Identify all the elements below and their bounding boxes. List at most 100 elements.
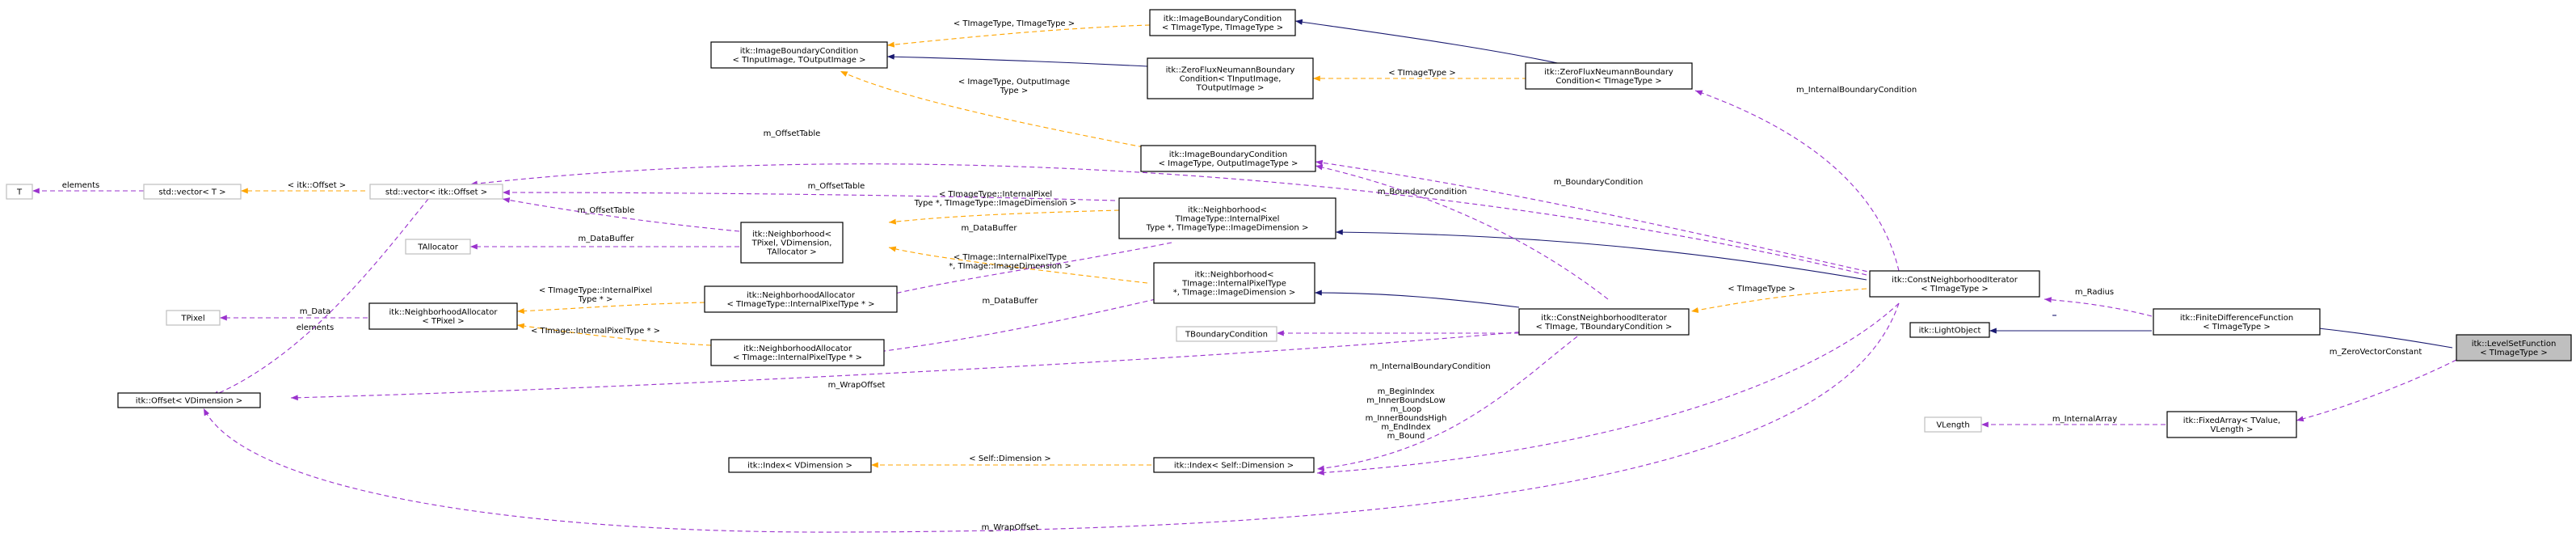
edge-cni-tt-to-stdvec-offset-top xyxy=(469,163,1867,276)
class-node-label: TAllocator > xyxy=(766,248,816,257)
class-node-label: TOutputImage > xyxy=(1196,84,1265,93)
class-node-lightobject[interactable]: itk::LightObject xyxy=(1909,322,1990,338)
class-node-label: itk::ConstNeighborhoodIterator xyxy=(1541,314,1668,323)
edge-label-index-list: m_EndIndex xyxy=(1381,423,1430,432)
class-node-ibc-io[interactable]: itk::ImageBoundaryCondition< ImageType, … xyxy=(1140,145,1316,172)
class-node-box xyxy=(1149,9,1296,36)
class-node-index-self[interactable]: itk::Index< Self::Dimension > xyxy=(1153,457,1315,473)
edge-label-m-zerovectorconstant: m_ZeroVectorConstant xyxy=(2330,348,2422,357)
class-node-label: itk::ConstNeighborhoodIterator xyxy=(1892,276,2018,285)
class-node-box xyxy=(704,285,898,313)
edge-label-tit-tit-ibc: < TImageType, TImageType > xyxy=(953,19,1075,28)
class-node-TPixel[interactable]: TPixel xyxy=(166,310,221,326)
edge-label-tit-zf: < TImageType > xyxy=(1388,69,1456,78)
edge-ibc-tt-to-ibc xyxy=(886,24,1151,48)
class-node-label: itk::ZeroFluxNeumannBoundary xyxy=(1544,68,1673,77)
class-node-offset-vdim[interactable]: itk::Offset< VDimension > xyxy=(117,392,261,408)
class-node-label: < TImage, TBoundaryCondition > xyxy=(1536,323,1673,332)
edge-neigh-itt-to-neigh-tpixel xyxy=(888,209,1120,225)
edge-lsf-to-fixedarray xyxy=(2296,359,2457,422)
class-node-label: itk::ZeroFluxNeumannBoundary xyxy=(1166,66,1295,75)
class-node-vlength[interactable]: VLength xyxy=(1924,416,1982,433)
class-node-box xyxy=(710,41,888,69)
class-node-neigh-itt[interactable]: itk::Neighborhood<TImageType::InternalPi… xyxy=(1118,197,1336,239)
class-node-fixedarray[interactable]: itk::FixedArray< TValue,VLength > xyxy=(2166,411,2297,438)
class-node-label: Condition< TImageType > xyxy=(1555,77,1661,86)
class-node-label: < TImageType, TImageType > xyxy=(1162,23,1283,32)
class-node-fdf[interactable]: itk::FiniteDifferenceFunction< TImageTyp… xyxy=(2153,308,2321,336)
class-node-box xyxy=(369,184,503,200)
edge-label-index-list: m_Loop xyxy=(1391,405,1422,414)
class-node-index-vdim[interactable]: itk::Index< VDimension > xyxy=(728,457,872,473)
edge-label-m-offsettable-top: m_OffsetTable xyxy=(764,129,821,138)
class-node-label: itk::ImageBoundaryCondition xyxy=(740,47,858,56)
edge-label-m-databuffer-ta: m_DataBuffer xyxy=(579,235,635,243)
class-node-box xyxy=(143,184,242,200)
edge-label-index-list: m_Bound xyxy=(1387,432,1425,441)
class-node-label: itk::ImageBoundaryCondition xyxy=(1164,15,1282,23)
class-node-ibc[interactable]: itk::ImageBoundaryCondition< TInputImage… xyxy=(710,41,888,69)
class-node-stdvec-T[interactable]: std::vector< T > xyxy=(143,184,242,200)
class-node-label: itk::FixedArray< TValue, xyxy=(2183,416,2280,425)
edge-label-index-list: m_InnerBoundsLow xyxy=(1366,396,1446,405)
class-node-cni-tbc[interactable]: itk::ConstNeighborhoodIterator< TImage, … xyxy=(1518,308,1690,336)
class-node-cni-tt[interactable]: itk::ConstNeighborhoodIterator< TImageTy… xyxy=(1869,270,2040,298)
class-node-label: TImageType::InternalPixel xyxy=(1175,215,1280,224)
edge-label-m-offsettable-mid: m_OffsetTable xyxy=(578,206,635,215)
edge-label-m-internalbc2: m_InternalBoundaryCondition xyxy=(1796,86,1917,95)
edge-label-ti-ipt: < TImage::InternalPixelType * > xyxy=(531,327,660,336)
edge-label-m-offsettable-low: m_OffsetTable xyxy=(808,182,865,191)
class-node-neigh-tpixel[interactable]: itk::Neighborhood<TPixel, VDimension,TAl… xyxy=(740,222,844,264)
edge-label-elements1: elements xyxy=(62,181,99,190)
edge-nalloc-ti-to-nalloc-tpixel xyxy=(516,323,712,346)
edge-cni-tt-to-neigh-itt xyxy=(1335,229,1867,281)
edge-cni-tbc-to-offset-vdim xyxy=(290,325,1585,401)
class-node-label: < TInputImage, TOutputImage > xyxy=(733,56,866,65)
edge-neigh-ti-to-neigh-tpixel xyxy=(888,246,1148,284)
edge-cni-tbc-to-index-self xyxy=(1316,331,1585,471)
class-node-neigh-ti[interactable]: itk::Neighborhood<TImage::InternalPixelT… xyxy=(1153,262,1315,304)
class-node-label: std::vector< T > xyxy=(158,188,225,197)
edge-label-m-databuffer-itt: m_DataBuffer xyxy=(962,224,1018,233)
edge-label-tit-ipt: Type * > xyxy=(578,295,613,304)
class-node-box xyxy=(2456,334,2572,361)
class-node-TAllocator[interactable]: TAllocator xyxy=(405,239,471,255)
class-node-label: std::vector< itk::Offset > xyxy=(385,188,487,197)
class-node-box xyxy=(1176,326,1277,342)
edge-ibc-io-to-ibc xyxy=(840,70,1144,148)
class-node-label: TBoundaryCondition xyxy=(1185,331,1268,340)
class-node-label: itk::FiniteDifferenceFunction xyxy=(2180,314,2293,323)
class-node-ibc-tt[interactable]: itk::ImageBoundaryCondition< TImageType,… xyxy=(1149,9,1296,36)
edge-zfnbc-tt-to-ibc-tt xyxy=(1294,19,1576,68)
edge-label-elements2: elements xyxy=(297,323,334,332)
class-node-box xyxy=(1118,197,1336,239)
class-node-box xyxy=(368,302,518,330)
edge-cni-tbc-to-neigh-ti xyxy=(1314,290,1520,308)
class-node-box xyxy=(1140,145,1316,172)
class-node-box xyxy=(740,222,844,264)
class-node-lsf[interactable]: itk::LevelSetFunction< TImageType > xyxy=(2456,334,2572,361)
edge-label-index-list: m_BeginIndex xyxy=(1378,387,1435,396)
edge-label-m-internalbc1: m_InternalBoundaryCondition xyxy=(1370,362,1490,371)
edge-zfnbc-tin-to-ibc xyxy=(886,53,1148,67)
class-node-nalloc-tpixel[interactable]: itk::NeighborhoodAllocator< TPixel > xyxy=(368,302,518,330)
class-node-label: Type *, TImageType::ImageDimension > xyxy=(1146,224,1309,233)
class-node-stdvec-offset[interactable]: std::vector< itk::Offset > xyxy=(369,184,503,200)
edge-label-m-databuffer-ti: m_DataBuffer xyxy=(983,297,1039,306)
class-node-nalloc-itt[interactable]: itk::NeighborhoodAllocator< TImageType::… xyxy=(704,285,898,313)
class-node-box xyxy=(166,310,221,326)
class-node-nalloc-ti[interactable]: itk::NeighborhoodAllocator< TImage::Inte… xyxy=(710,339,885,366)
class-node-T[interactable]: T xyxy=(6,184,33,200)
edge-cni-tt-to-index-self xyxy=(1316,302,1900,475)
class-node-tbc[interactable]: TBoundaryCondition xyxy=(1176,326,1277,342)
class-node-label: *, TImage::ImageDimension > xyxy=(1173,289,1296,298)
class-node-label: < TImageType > xyxy=(2203,323,2271,332)
class-node-label: itk::NeighborhoodAllocator xyxy=(747,291,856,300)
class-node-box xyxy=(1153,262,1315,304)
class-node-label: itk::LevelSetFunction xyxy=(2472,340,2557,349)
edge-label-it-oit: < ImageType, OutputImage xyxy=(958,78,1070,87)
